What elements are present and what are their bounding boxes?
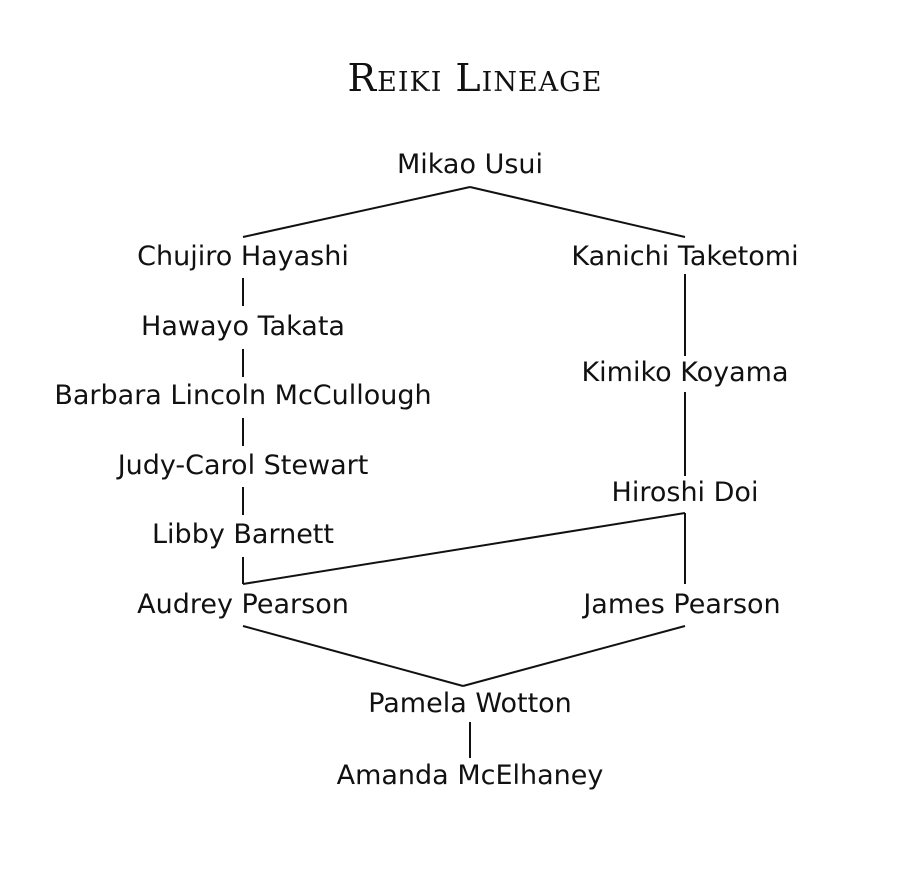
diagram-title: Reiki Lineage [347,56,603,100]
link-usui-hayashi [242,186,471,238]
link-doi-audrey [242,512,686,585]
node-kimiko-koyama: Kimiko Koyama [579,356,791,390]
node-hiroshi-doi: Hiroshi Doi [609,476,761,510]
node-mikao-usui: Mikao Usui [394,148,546,182]
link-james-wotton [462,625,686,687]
node-kanichi-taketomi: Kanichi Taketomi [569,240,801,274]
node-libby-barnett: Libby Barnett [150,518,336,552]
node-barbara-lincoln-mccullough: Barbara Lincoln McCullough [52,379,434,413]
node-pamela-wotton: Pamela Wotton [366,687,574,721]
node-audrey-pearson: Audrey Pearson [135,588,351,622]
link-audrey-wotton [242,625,464,687]
link-usui-taketomi [469,186,686,238]
node-james-pearson: James Pearson [581,588,783,622]
node-chujiro-hayashi: Chujiro Hayashi [135,240,351,274]
node-amanda-mcelhaney: Amanda McElhaney [334,759,606,793]
node-hawayo-takata: Hawayo Takata [139,310,347,344]
node-judy-carol-stewart: Judy-Carol Stewart [115,449,371,483]
